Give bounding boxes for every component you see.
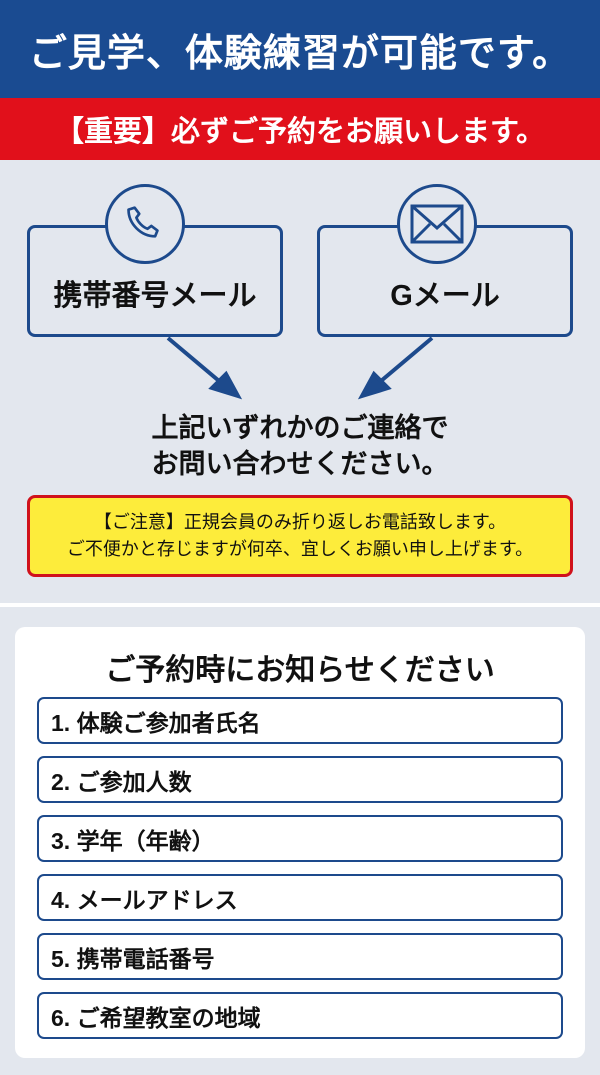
contact-message: 上記いずれかのご連絡で お問い合わせください。 (0, 410, 600, 482)
notice-line: 【ご注意】正規会員のみ折り返しお電話致します。 (93, 512, 507, 532)
arrow-down-right-icon (166, 336, 243, 400)
contact-label: Gメール (390, 280, 500, 312)
checklist-card: ご予約時にお知らせください 1. 体験ご参加者氏名 2. ご参加人数 3. 学年… (15, 627, 585, 1058)
important-banner: 【重要】必ずご予約をお願いします。 (0, 98, 600, 160)
arrow-down-left-icon (357, 336, 434, 400)
divider (0, 603, 600, 607)
checklist-item: 2. ご参加人数 (37, 756, 563, 803)
header-title: ご見学、体験練習が可能です。 (0, 0, 600, 98)
checklist-item: 5. 携帯電話番号 (37, 933, 563, 980)
contact-label: 携帯番号メール (53, 280, 257, 312)
checklist-item: 6. ご希望教室の地域 (37, 992, 563, 1039)
checklist-item: 1. 体験ご参加者氏名 (37, 697, 563, 744)
arrows (166, 336, 434, 400)
checklist-item: 4. メールアドレス (37, 874, 563, 921)
message-line: お問い合わせください。 (151, 449, 449, 479)
notice-box: 【ご注意】正規会員のみ折り返しお電話致します。 ご不便かと存じますが何卒、宜しく… (27, 495, 573, 577)
checklist-item: 3. 学年（年齢） (37, 815, 563, 862)
notice-line: ご不便かと存じますが何卒、宜しくお願い申し上げます。 (66, 539, 534, 559)
phone-icon (105, 184, 185, 264)
message-line: 上記いずれかのご連絡で (151, 413, 449, 443)
checklist-title: ご予約時にお知らせください (105, 654, 495, 687)
mail-icon (397, 184, 477, 264)
